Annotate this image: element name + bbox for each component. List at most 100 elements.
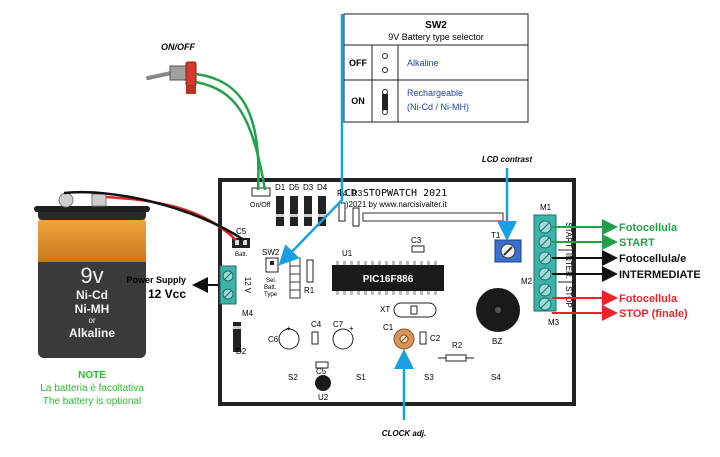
power-supply-label: Power Supply bbox=[126, 275, 186, 285]
resistor-r3 bbox=[352, 207, 360, 227]
cap-c3 bbox=[411, 245, 425, 253]
onoff-wire-green-1 bbox=[195, 72, 260, 191]
resistor-r1-label: R1 bbox=[304, 286, 315, 295]
resistor-r2-label: R2 bbox=[452, 341, 463, 350]
sw2-on-value-2: (Ni-Cd / Ni-MH) bbox=[407, 102, 469, 112]
diode-d4-label: D4 bbox=[317, 183, 328, 192]
cap-c7 bbox=[332, 328, 354, 350]
crystal-xt-label: XT bbox=[380, 305, 390, 314]
battery-type-nicd: Ni-Cd bbox=[76, 288, 108, 302]
pin-header bbox=[289, 257, 301, 299]
resistor-r4 bbox=[338, 202, 346, 222]
terminal-m2-label: M2 bbox=[521, 277, 533, 286]
switch-s2-label: S2 bbox=[288, 373, 298, 382]
terminal-m3-label: M3 bbox=[548, 318, 560, 327]
cap-c6 bbox=[278, 328, 300, 350]
cap-c4-label: C4 bbox=[311, 320, 322, 329]
battery-voltage: 9v bbox=[80, 263, 103, 288]
lcd-header-strip bbox=[362, 212, 504, 222]
onoff-wire-green-2 bbox=[195, 80, 267, 191]
diode-d2 bbox=[233, 322, 241, 352]
cap-c6-label: C6 bbox=[268, 335, 279, 344]
battery-wire-black bbox=[63, 190, 245, 242]
onoff-label: On/Off bbox=[250, 202, 271, 209]
terminal-m4-label: M4 bbox=[242, 309, 254, 318]
chip-u1-label: U1 bbox=[342, 249, 353, 258]
power-supply-voltage: 12 Vcc bbox=[148, 287, 186, 301]
pic-chip-label: PIC16F886 bbox=[363, 274, 414, 285]
jumper-closed-icon bbox=[382, 89, 388, 115]
diode-d1-label: D1 bbox=[275, 183, 286, 192]
trimmer-t1-label: T1 bbox=[491, 231, 501, 240]
regulator-u2 bbox=[315, 375, 331, 391]
diode-d5-label: D5 bbox=[289, 183, 300, 192]
sw2-off-value: Alkaline bbox=[407, 58, 439, 68]
diode-d2-label: D2 bbox=[236, 347, 247, 356]
sw2-pointer-arrow bbox=[278, 14, 344, 266]
onoff-connector bbox=[251, 187, 271, 197]
inter-label-1: Fotocellula/e bbox=[619, 253, 686, 265]
sel-label-3: Type bbox=[264, 292, 278, 298]
battery-type-nimh: Ni-MH bbox=[75, 302, 110, 316]
batt-connector bbox=[232, 238, 250, 248]
onoff-caption: ON/OFF bbox=[161, 42, 195, 52]
lcd-contrast-caption: LCD contrast bbox=[482, 155, 533, 164]
start-label-1: Fotocellula bbox=[619, 222, 678, 234]
resistor-r1 bbox=[306, 259, 314, 283]
sw2-table-subtitle: 9V Battery type selector bbox=[388, 32, 484, 42]
sw2-on-label: ON bbox=[351, 96, 365, 106]
sw2-off-label: OFF bbox=[349, 58, 367, 68]
switch-s4-label: S4 bbox=[491, 373, 501, 382]
battery-type-or: or bbox=[88, 316, 95, 325]
sw2-table-title: SW2 bbox=[425, 20, 447, 31]
note-english: The battery is optional bbox=[43, 396, 141, 407]
clock-adj-caption: CLOCK adj. bbox=[382, 429, 426, 438]
cap-c5 bbox=[315, 361, 329, 369]
start-terminal-label: START bbox=[564, 222, 573, 248]
cap-c1-label: C1 bbox=[383, 323, 394, 332]
cap-c7-label: C7 bbox=[333, 320, 344, 329]
resistor-r3-label: R3 bbox=[352, 189, 363, 198]
inter-label-2: INTERMEDIATE bbox=[619, 269, 701, 281]
switch-s3-label: S3 bbox=[424, 373, 434, 382]
batt-connector-label: Batt. bbox=[235, 252, 248, 258]
diodes bbox=[276, 196, 326, 226]
cap-c3-label: C3 bbox=[411, 236, 422, 245]
board-copyright: (c)2021 by www.narcisivalter.it bbox=[339, 200, 447, 209]
regulator-u2-label: U2 bbox=[318, 393, 329, 402]
cap-c4 bbox=[311, 331, 319, 345]
inter-terminal-label: INTER. bbox=[564, 253, 573, 279]
terminal-m1-label: M1 bbox=[540, 203, 552, 212]
onoff-toggle-switch bbox=[146, 61, 197, 94]
start-label-2: START bbox=[619, 237, 655, 249]
pic-chip-pins bbox=[336, 261, 437, 295]
connector-c5-label: C5 bbox=[236, 227, 247, 236]
sel-label-2: Batt. bbox=[264, 285, 277, 291]
sw2-selector-table: SW2 9V Battery type selector OFF Alkalin… bbox=[343, 13, 529, 123]
resistor-r2 bbox=[445, 354, 467, 362]
cap-c2-label: C2 bbox=[430, 334, 441, 343]
cap-c5-label: C5 bbox=[316, 367, 327, 376]
pic-chip bbox=[332, 265, 444, 291]
diode-d3-label: D3 bbox=[303, 183, 314, 192]
sel-label-1: Sel. bbox=[266, 278, 277, 284]
switch-s1-label: S1 bbox=[356, 373, 366, 382]
terminal-12v-label: 12 V bbox=[243, 277, 252, 294]
sw2-on-value-1: Rechargeable bbox=[407, 88, 463, 98]
note-italian: La batteria è facoltativa bbox=[40, 383, 144, 394]
board-title: LCD STOPWATCH 2021 bbox=[339, 188, 447, 199]
svg-text:+: + bbox=[286, 324, 291, 333]
svg-text:+: + bbox=[349, 324, 354, 333]
stop-label-1: Fotocellula bbox=[619, 293, 678, 305]
buzzer-label: BZ bbox=[492, 337, 502, 346]
sw2-board-label: SW2 bbox=[262, 248, 280, 257]
cap-c2 bbox=[419, 331, 427, 345]
battery-type-alkaline: Alkaline bbox=[69, 326, 115, 340]
terminal-screws bbox=[538, 220, 552, 311]
jumper-open-icon bbox=[382, 53, 388, 73]
pcb-board: LCD STOPWATCH 2021 (c)2021 by www.narcis… bbox=[218, 178, 576, 406]
note-title: NOTE bbox=[78, 370, 106, 381]
battery-9v: 9v Ni-Cd Ni-MH or Alkaline bbox=[34, 192, 150, 358]
stop-label-2: STOP (finale) bbox=[619, 308, 688, 320]
